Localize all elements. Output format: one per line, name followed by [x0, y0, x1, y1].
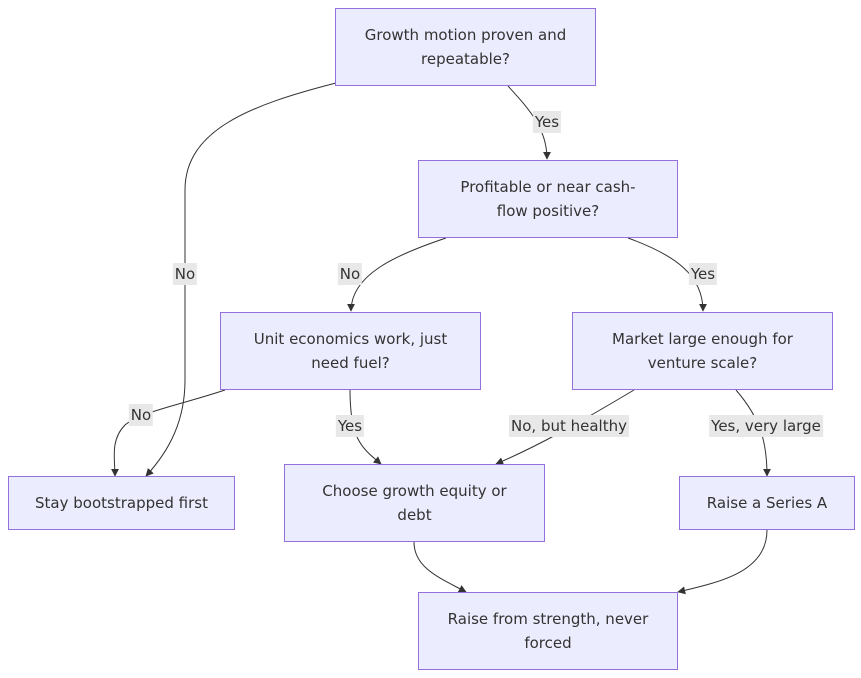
node-profitable-label: Profitable or near cash-flow positive? [460, 178, 636, 220]
edge-label-growth-to-bootstrapped: No [172, 263, 198, 285]
node-profitable: Profitable or near cash-flow positive? [418, 160, 678, 238]
node-growth-equity-label: Choose growth equity or debt [322, 482, 507, 524]
node-growth-equity: Choose growth equity or debt [284, 464, 545, 542]
edge-label-unit-to-equity: Yes [335, 415, 365, 437]
edge-label-market-to-seriesa: Yes, very large [709, 415, 823, 437]
edge-label-profitable-to-unit: No [337, 263, 363, 285]
edge-label-market-to-equity: No, but healthy [509, 415, 629, 437]
edge-label-growth-to-profitable: Yes [532, 111, 562, 133]
node-bootstrapped-label: Stay bootstrapped first [35, 494, 208, 512]
edge-unit-to-bootstrapped [110, 389, 226, 477]
node-growth-motion: Growth motion proven and repeatable? [335, 8, 596, 86]
node-bootstrapped: Stay bootstrapped first [8, 476, 235, 530]
edge-unit-to-equity [349, 389, 382, 465]
edge-profitable-to-market [627, 237, 707, 312]
node-raise-strength-label: Raise from strength, never forced [447, 610, 649, 652]
edge-equity-to-strength [413, 541, 467, 593]
edge-label-profitable-to-market: Yes [688, 263, 718, 285]
node-market-large-label: Market large enough for venture scale? [612, 330, 793, 372]
node-series-a-label: Raise a Series A [706, 494, 828, 512]
edge-label-unit-to-bootstrapped: No [128, 404, 154, 426]
node-unit-economics-label: Unit economics work, just need fuel? [253, 330, 448, 372]
node-growth-motion-label: Growth motion proven and repeatable? [364, 26, 567, 68]
node-unit-economics: Unit economics work, just need fuel? [220, 312, 481, 390]
node-series-a: Raise a Series A [679, 476, 855, 530]
edge-profitable-to-unit [347, 237, 447, 312]
node-raise-strength: Raise from strength, never forced [418, 592, 678, 670]
node-market-large: Market large enough for venture scale? [572, 312, 833, 390]
edge-seriesa-to-strength [677, 529, 768, 595]
edge-growth-to-bootstrapped [145, 82, 337, 477]
